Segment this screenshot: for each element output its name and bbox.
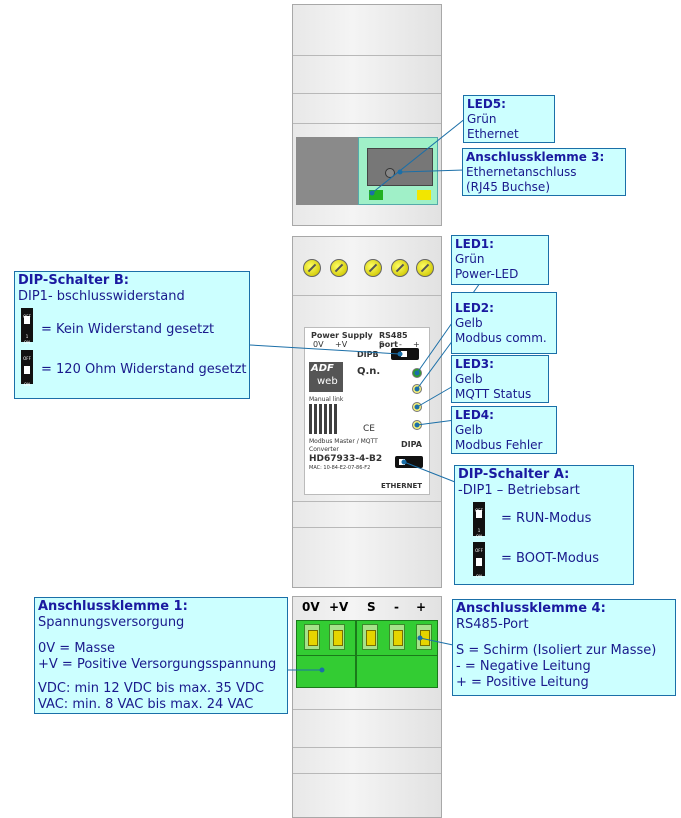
logo-bottom-text: web <box>317 376 338 387</box>
model-desc-1: Modbus Master / MQTT <box>309 438 378 445</box>
callout-led1: LED1: Grün Power-LED <box>451 235 549 285</box>
model-number: HD67933-4-B2 <box>309 454 383 464</box>
pin-s-label: S <box>379 340 385 349</box>
terminal-pin-0v[interactable] <box>304 624 320 650</box>
terminal-label-v: +V <box>329 600 349 614</box>
power-supply-label: Power Supply <box>311 331 373 340</box>
dip-switch-b[interactable] <box>391 348 419 360</box>
terminal-pin-minus[interactable] <box>389 624 405 650</box>
qr-code <box>309 404 339 434</box>
adfweb-logo: ADF web <box>309 362 343 392</box>
logo-top-text: ADF <box>311 363 334 374</box>
terminal-screw <box>391 259 409 277</box>
callout-dip-a: DIP-Schalter A: -DIP1 – Betriebsart OFF … <box>454 465 634 585</box>
manual-link-label: Manual link <box>309 396 344 403</box>
qn-label: Q.n. <box>357 366 381 377</box>
terminal-label-s: S <box>367 600 376 614</box>
terminal-screw <box>303 259 321 277</box>
model-desc-2: Converter <box>309 446 339 453</box>
callout-klemme3: Anschlussklemme 3: Ethernetanschluss (RJ… <box>462 148 626 196</box>
terminal-pin-s[interactable] <box>362 624 378 650</box>
callout-led5: LED5: Grün Ethernet <box>463 95 555 143</box>
callout-dip-b: DIP-Schalter B: DIP1- bschlusswiderstand… <box>14 271 250 399</box>
dip-b-opt1: = Kein Widerstand gesetzt <box>41 322 215 337</box>
pin-plus-label: + <box>413 340 420 349</box>
terminal-screw <box>330 259 348 277</box>
dip-a-switch-off: OFF 1 ON <box>473 502 485 539</box>
dip-a-opt1: = RUN-Modus <box>501 511 592 526</box>
callout-led4: LED4: Gelb Modbus Fehler <box>451 406 557 454</box>
dip-b-switch-off: OFF 1 ON <box>21 308 33 345</box>
rs485-port-label: RS485 port <box>379 331 408 349</box>
ce-mark: CE <box>363 424 375 434</box>
terminal-label-minus: - <box>394 600 399 614</box>
pin-minus-label: - <box>399 340 402 349</box>
ethernet-led-green <box>369 190 383 200</box>
pin-0v-label: 0V <box>313 340 324 349</box>
pin-v-label: +V <box>335 340 348 349</box>
dip-b-switch-on: OFF 1 ON <box>21 350 33 387</box>
terminal-pin-v[interactable] <box>329 624 345 650</box>
terminal-screw <box>416 259 434 277</box>
dipb-label: DIPB <box>357 350 379 359</box>
terminal-screw <box>364 259 382 277</box>
dipa-label: DIPA <box>401 440 422 449</box>
callout-led2: LED2: Gelb Modbus comm. <box>451 292 557 354</box>
ethernet-port-housing <box>296 137 358 205</box>
terminal-label-plus: + <box>416 600 427 614</box>
callout-led3: LED3: Gelb MQTT Status <box>451 355 549 403</box>
dip-a-switch-on: OFF 1 ON <box>473 542 485 579</box>
dip-a-opt2: = BOOT-Modus <box>501 551 600 566</box>
device-label-panel: Power Supply RS485 port 0V +V S - + DIPB… <box>304 327 430 495</box>
callout-klemme1: Anschlussklemme 1: Spannungsversorgung 0… <box>34 597 288 714</box>
terminal-label-0v: 0V <box>302 600 320 614</box>
ethernet-led-yellow <box>417 190 431 200</box>
callout-klemme4: Anschlussklemme 4: RS485-Port S = Schirm… <box>452 599 676 696</box>
ethernet-label: ETHERNET <box>381 482 423 490</box>
mac-address: MAC: 10-84-E2-07-86-F2 <box>309 465 371 471</box>
dip-b-opt2: = 120 Ohm Widerstand gesetzt <box>41 362 247 377</box>
